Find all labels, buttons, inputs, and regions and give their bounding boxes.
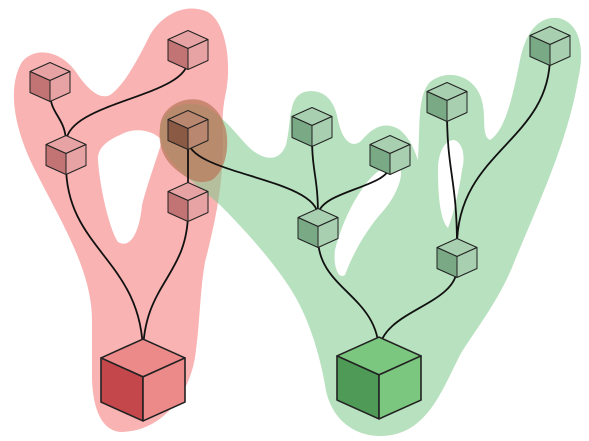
cube-face-right [311, 116, 333, 147]
cube-face-right [187, 39, 209, 70]
edge-red-mid-left-to-red-leaf-top-right [65, 59, 189, 144]
cube-green-mid-left [297, 208, 339, 248]
cube-face-right [187, 191, 209, 222]
cube-face-right [378, 355, 422, 420]
edge-green-mid-left-to-shared [187, 139, 319, 217]
cube-face-right [187, 119, 209, 150]
cube-green-leaf-c [426, 82, 468, 122]
green-region [159, 17, 582, 436]
nodes [29, 26, 571, 422]
edge-red-root-to-red-mid-left [65, 164, 144, 355]
cube-face-right [549, 35, 571, 66]
cube-green-leaf-a [291, 107, 333, 147]
cube-face-right [49, 71, 71, 102]
cube-face-right [446, 91, 468, 122]
cube-face-right [142, 357, 186, 422]
cube-red-root [100, 338, 186, 422]
cube-green-root [336, 336, 422, 420]
cube-green-mid-right [436, 238, 478, 278]
cube-green-leaf-b [369, 135, 411, 175]
cube-red-mid-right [167, 182, 209, 222]
cube-face-right [389, 144, 411, 175]
cube-face-right [456, 247, 478, 278]
cube-red-leaf-top-right [167, 30, 209, 70]
cube-red-mid-left [45, 135, 87, 175]
cube-face-right [65, 144, 87, 175]
cube-face-right [317, 217, 339, 248]
cube-red-leaf-top-left [29, 62, 71, 102]
edge-green-mid-right-to-green-leaf-d [456, 55, 551, 247]
edge-green-mid-right-to-green-leaf-c [446, 111, 458, 247]
edges [49, 55, 551, 355]
cube-shared [167, 110, 209, 150]
cube-green-leaf-d [529, 26, 571, 66]
edge-green-root-to-green-mid-left [317, 237, 380, 353]
edge-red-root-to-red-mid-right [142, 211, 189, 355]
